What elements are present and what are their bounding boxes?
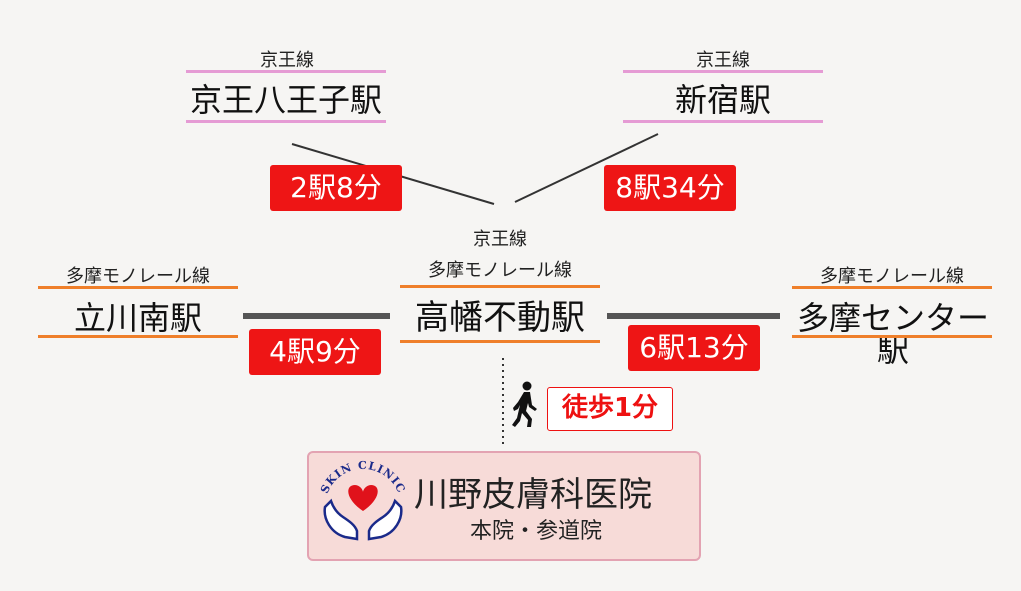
center-bottom-rule <box>400 340 600 343</box>
tachikawa-bottom-rule <box>38 335 238 338</box>
tama-center-line-label: 多摩モノレール線 <box>820 266 964 287</box>
hachioji-station-name: 京王八王子駅 <box>189 81 382 119</box>
line-to-shinjuku <box>514 133 659 203</box>
shinjuku-line-label: 京王線 <box>696 50 750 71</box>
tama-center-station-name: 多摩センター駅 <box>796 299 989 369</box>
center-top-rule <box>400 285 600 288</box>
hachioji-bottom-rule <box>186 120 386 123</box>
tama-center-top-rule <box>792 286 992 289</box>
tachikawa-top-rule <box>38 286 238 289</box>
badge-to-tama-center: 6駅13分 <box>628 325 760 371</box>
svg-text:SKIN CLINIC: SKIN CLINIC <box>318 459 408 496</box>
badge-to-hachioji: 2駅8分 <box>270 165 402 211</box>
badge-to-shinjuku: 8駅34分 <box>604 165 736 211</box>
hachioji-top-rule <box>186 70 386 73</box>
shinjuku-top-rule <box>623 70 823 73</box>
heart-hands-logo: SKIN CLINIC <box>318 459 408 541</box>
clinic-subtitle: 本院・参道院 <box>470 519 603 544</box>
shinjuku-station-name: 新宿駅 <box>674 81 771 119</box>
tachikawa-station-name: 立川南駅 <box>73 299 202 337</box>
center-station-name: 高幡不動駅 <box>415 298 585 338</box>
clinic-logo-text: SKIN CLINIC <box>318 459 407 496</box>
clinic-name: 川野皮膚科医院 <box>414 475 652 515</box>
hachioji-line-label: 京王線 <box>260 50 314 71</box>
center-line-label-monorail: 多摩モノレール線 <box>428 260 572 281</box>
walking-person-icon <box>512 381 537 427</box>
tachikawa-line-label: 多摩モノレール線 <box>66 266 210 287</box>
tama-center-bottom-rule <box>792 335 992 338</box>
walk-time-badge: 徒歩1分 <box>547 387 673 431</box>
badge-to-tachikawa: 4駅9分 <box>249 329 381 375</box>
shinjuku-bottom-rule <box>623 120 823 123</box>
clinic-box <box>307 451 701 561</box>
center-line-label-keio: 京王線 <box>473 229 527 250</box>
